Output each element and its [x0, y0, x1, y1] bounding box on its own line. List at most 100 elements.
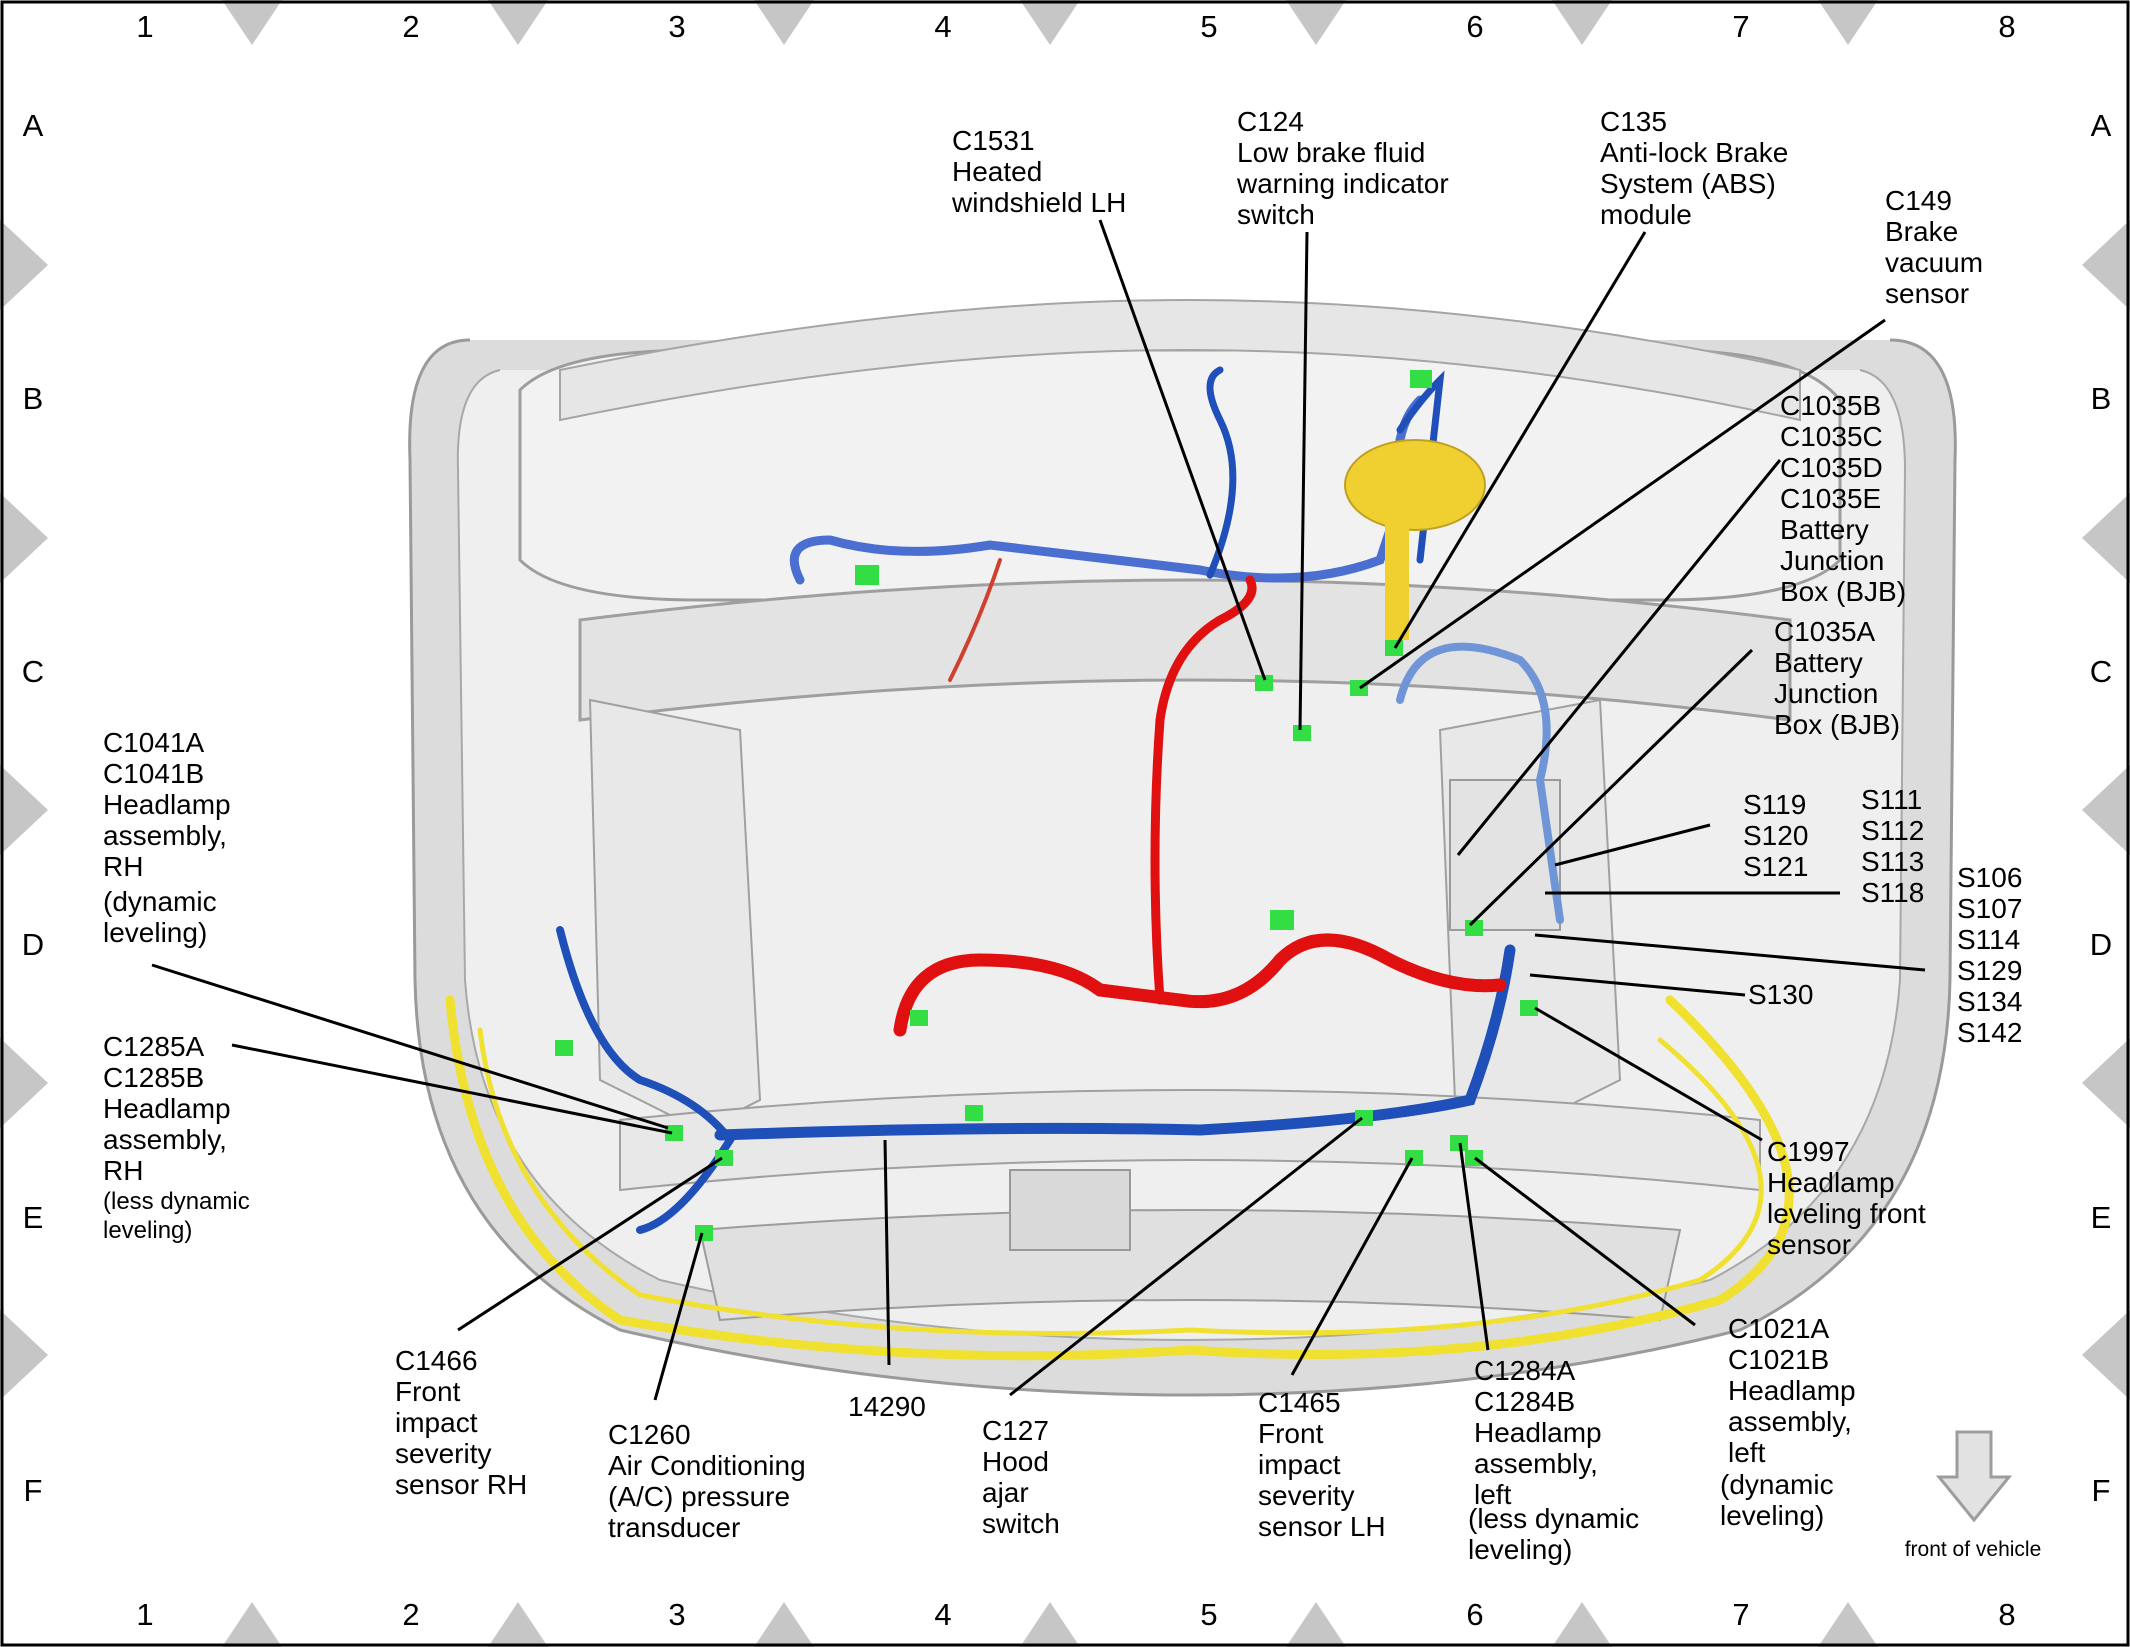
col-label-bottom-7: 7	[1732, 1597, 1749, 1632]
c1021-line-4: assembly,	[1728, 1406, 1852, 1437]
c149-line-2: Brake	[1885, 216, 1958, 247]
col-label-top-7: 7	[1732, 9, 1749, 44]
s111-line-2: S112	[1861, 815, 1924, 846]
bottom-marker-6	[1552, 1602, 1612, 1647]
c1466-line-5: sensor RH	[395, 1469, 527, 1500]
leader-s106	[1534, 933, 1926, 972]
s111-line-4: S118	[1861, 877, 1924, 908]
abs-yellow-pipe	[1385, 510, 1409, 640]
c1035a-line-4: Box (BJB)	[1774, 709, 1900, 740]
col-label-bottom-5: 5	[1200, 1597, 1217, 1632]
c149-line-3: vacuum	[1885, 247, 1983, 278]
row-label-right-b: B	[2091, 381, 2112, 416]
connector-c124	[1293, 725, 1311, 741]
c1035a-line-1: C1035A	[1774, 616, 1876, 647]
left-marker-3	[0, 765, 48, 855]
c124-line-3: warning indicator	[1236, 168, 1449, 199]
col-label-top-1: 1	[136, 9, 153, 44]
c1997-line-3: leveling front	[1767, 1198, 1926, 1229]
connector-c1284	[1450, 1135, 1468, 1151]
c1035b-line-3: C1035D	[1780, 452, 1883, 483]
connector-red-junction	[1270, 910, 1294, 930]
c1285-note-line-2: leveling)	[103, 1217, 192, 1244]
down-arrow-icon	[1935, 1430, 2013, 1523]
c1021-line-2: C1021B	[1728, 1344, 1829, 1375]
col-label-bottom-3: 3	[668, 1597, 685, 1632]
callout-c1465: C1465 Front impact severity sensor LH	[1258, 1387, 1386, 1542]
callout-s130: S130	[1748, 979, 1813, 1010]
s119-line-1: S119	[1743, 789, 1806, 820]
c1466-line-1: C1466	[395, 1345, 478, 1376]
c1035a-line-3: Junction	[1774, 678, 1878, 709]
c1021-line-6: (dynamic	[1720, 1469, 1834, 1500]
left-marker-2	[0, 493, 48, 583]
row-label-left-e: E	[23, 1200, 44, 1235]
callout-c135: C135 Anti-lock Brake System (ABS) module	[1600, 106, 1788, 230]
callout-c1041: C1041A C1041B Headlamp assembly, RH (dyn…	[103, 727, 231, 948]
connector-c1997	[1520, 1000, 1538, 1016]
s111-line-3: S113	[1861, 846, 1924, 877]
row-label-right-f: F	[2092, 1473, 2111, 1508]
leader-c135	[1393, 231, 1647, 649]
c1260-line-4: transducer	[608, 1512, 740, 1543]
top-marker-6	[1552, 0, 1612, 45]
c1035b-line-5: Battery	[1780, 514, 1869, 545]
front-of-vehicle-label: front of vehicle	[1905, 1538, 2042, 1561]
bottom-marker-1	[222, 1602, 282, 1647]
c1284-line-3: Headlamp	[1474, 1417, 1602, 1448]
bottom-marker-7	[1818, 1602, 1878, 1647]
leader-c1465	[1290, 1157, 1414, 1376]
col-label-bottom-8: 8	[1998, 1597, 2015, 1632]
grid-labels: 1 2 3 4 5 6 7 8 1 2 3 4 5 6 7 8 A B C D …	[22, 9, 2112, 1632]
left-marker-1	[0, 220, 48, 310]
col-label-top-6: 6	[1466, 9, 1483, 44]
s106-line-6: S142	[1957, 1017, 2022, 1048]
c124-line-1: C124	[1237, 106, 1304, 137]
center-latch-bracket	[1009, 1169, 1131, 1251]
brake-booster-yellow	[1344, 439, 1486, 531]
callout-14290: 14290	[848, 1391, 926, 1422]
top-marker-7	[1818, 0, 1878, 45]
c135-line-2: Anti-lock Brake	[1600, 137, 1788, 168]
harness-blue-left	[556, 926, 735, 1234]
c1284-line-7: leveling)	[1468, 1534, 1572, 1565]
connector-front-center	[965, 1105, 983, 1121]
leader-c1531	[1098, 219, 1267, 681]
leader-c1997	[1534, 1006, 1763, 1142]
left-marker-4	[0, 1038, 48, 1128]
row-label-left-a: A	[23, 108, 44, 143]
s119-line-3: S121	[1743, 851, 1808, 882]
harness-blue-front-main	[714, 944, 1516, 1141]
s119-line-2: S120	[1743, 820, 1808, 851]
c149-line-1: C149	[1885, 185, 1952, 216]
c1465-line-4: severity	[1258, 1480, 1354, 1511]
top-marker-2	[488, 0, 548, 45]
leader-s130	[1529, 973, 1746, 997]
leader-c149	[1359, 318, 1886, 690]
harness-yellow-bumper-inner	[477, 1027, 1764, 1336]
s106-line-3: S114	[1957, 924, 2020, 955]
top-marker-1	[222, 0, 282, 45]
callout-s119: S119 S120 S121	[1743, 789, 1808, 882]
callout-c1260: C1260 Air Conditioning (A/C) pressure tr…	[608, 1419, 806, 1543]
callout-c1035a: C1035A Battery Junction Box (BJB)	[1774, 616, 1900, 740]
leader-c1466	[457, 1156, 723, 1332]
harness-red-riser	[1150, 575, 1257, 1005]
connector-c1285	[665, 1125, 683, 1141]
leader-lines	[151, 219, 1926, 1401]
c1021-line-5: left	[1728, 1437, 1766, 1468]
bottom-marker-5	[1286, 1602, 1346, 1647]
c1041-line-5: RH	[103, 851, 143, 882]
callout-c1284: C1284A C1284B Headlamp assembly, left (l…	[1468, 1355, 1639, 1565]
leader-c1260	[653, 1232, 704, 1401]
callout-c1035b: C1035B C1035C C1035D C1035E Battery Junc…	[1780, 390, 1906, 607]
c1466-line-2: Front	[395, 1376, 461, 1407]
connector-red-left	[910, 1010, 928, 1026]
callout-c149: C149 Brake vacuum sensor	[1885, 185, 1983, 309]
c1284-line-5: left	[1474, 1479, 1512, 1510]
connector-blue-cowl	[855, 565, 879, 585]
c1465-line-2: Front	[1258, 1418, 1324, 1449]
c1035b-line-7: Box (BJB)	[1780, 576, 1906, 607]
harnesses	[445, 366, 1794, 1361]
